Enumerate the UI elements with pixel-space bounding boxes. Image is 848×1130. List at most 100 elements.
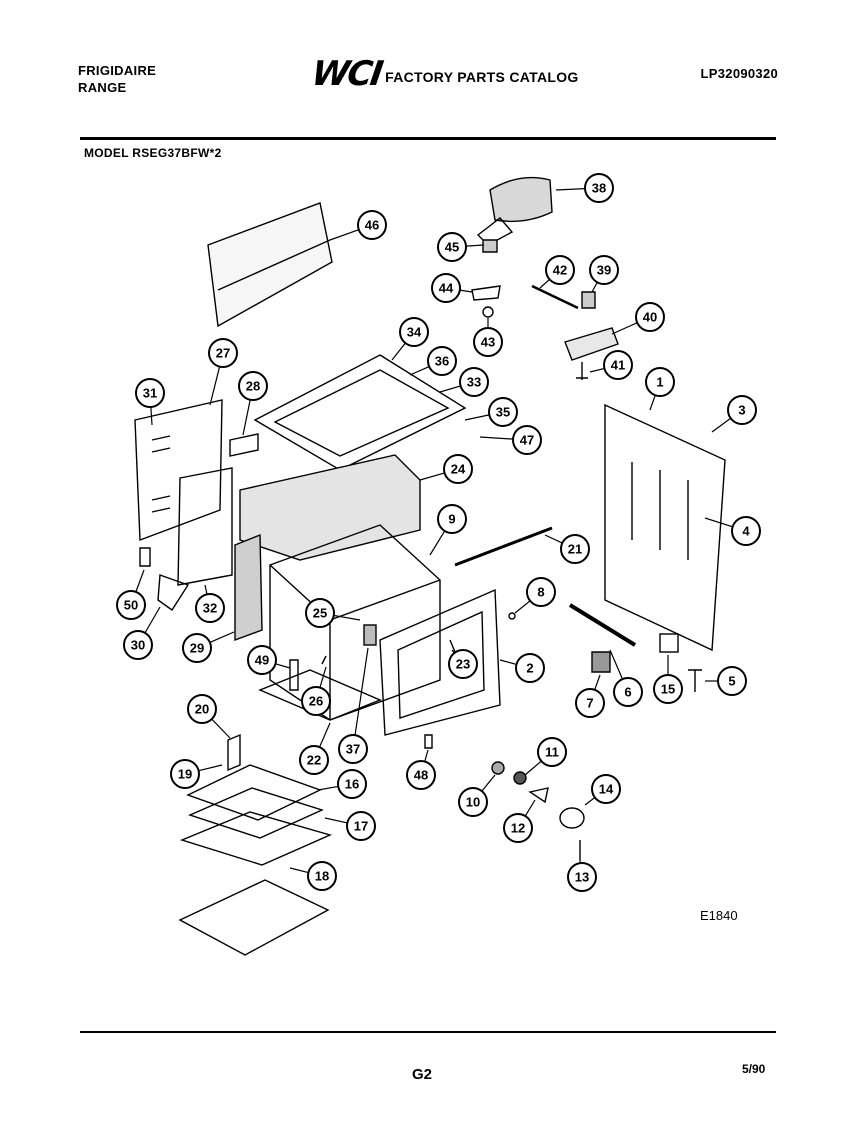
part-24-drawing <box>239 454 421 561</box>
callout-circle-16 <box>337 769 367 799</box>
callout-leader-47 <box>479 436 514 440</box>
callout-leader-20 <box>211 718 231 739</box>
callout-label-31: 31 <box>143 386 157 401</box>
callout-circle-47 <box>512 425 542 455</box>
callout-circle-5 <box>717 666 747 696</box>
model-number: MODEL RSEG37BFW*2 <box>84 146 222 160</box>
callout-label-27: 27 <box>216 346 230 361</box>
callout-circle-35 <box>488 397 518 427</box>
part-18-drawing <box>178 879 330 956</box>
callout-label-36: 36 <box>435 354 449 369</box>
callout-leader-1 <box>649 394 656 411</box>
callout-circle-12 <box>503 813 533 843</box>
callout-leader-17 <box>324 817 348 824</box>
part-49-drawing <box>289 659 299 691</box>
part-37-drawing <box>363 624 377 646</box>
callout-label-8: 8 <box>537 585 544 600</box>
part-9-drawing <box>269 524 441 721</box>
callout-leader-35 <box>464 414 490 421</box>
callout-label-30: 30 <box>131 638 145 653</box>
callout-label-11: 11 <box>545 745 559 760</box>
callout-circle-46 <box>357 210 387 240</box>
callout-leader-32 <box>204 584 208 595</box>
callout-circle-9 <box>437 504 467 534</box>
callout-circle-13 <box>567 862 597 892</box>
catalog-header: WCI FACTORY PARTS CATALOG <box>309 54 579 94</box>
callout-leader-33 <box>439 385 461 393</box>
callout-leader-41 <box>589 367 605 373</box>
callout-leader-50 <box>135 569 145 593</box>
callout-circle-50 <box>116 590 146 620</box>
part-12-drawing <box>528 787 549 804</box>
callout-leader-8 <box>514 600 531 614</box>
part-21-drawing <box>454 526 553 567</box>
callout-leader-7 <box>594 674 601 691</box>
callout-label-29: 29 <box>190 641 204 656</box>
part-46-drawing <box>207 202 333 328</box>
part-2-window <box>397 610 485 719</box>
part-23-drawing <box>449 639 456 653</box>
callout-circle-36 <box>427 346 457 376</box>
part-8-drawing <box>508 612 516 620</box>
part-1-drawing <box>604 403 726 652</box>
callout-leader-6 <box>609 649 624 680</box>
callout-circle-8 <box>526 577 556 607</box>
callout-circle-37 <box>338 734 368 764</box>
callout-leader-11 <box>524 760 542 776</box>
part-15-drawing <box>659 633 679 653</box>
callout-label-41: 41 <box>611 358 625 373</box>
part-30-drawing <box>157 574 190 611</box>
callout-circle-40 <box>635 302 665 332</box>
part-11-drawing <box>513 771 527 785</box>
callout-circle-14 <box>591 774 621 804</box>
callout-label-40: 40 <box>643 310 657 325</box>
callout-circle-23 <box>448 649 478 679</box>
callout-label-16: 16 <box>345 777 359 792</box>
callout-label-21: 21 <box>568 542 582 557</box>
callout-label-24: 24 <box>451 462 466 477</box>
callout-label-10: 10 <box>466 795 480 810</box>
callout-circle-42 <box>545 255 575 285</box>
callout-circle-15 <box>653 674 683 704</box>
callout-label-6: 6 <box>624 685 631 700</box>
callout-circle-24 <box>443 454 473 484</box>
part-31-slots <box>151 435 171 513</box>
callout-label-48: 48 <box>414 768 428 783</box>
callout-circle-7 <box>575 688 605 718</box>
callout-label-34: 34 <box>407 325 422 340</box>
callout-leader-22 <box>319 722 331 748</box>
callout-label-46: 46 <box>365 218 379 233</box>
callout-leader-14 <box>584 797 596 806</box>
callout-leader-40 <box>611 322 638 335</box>
callout-circle-10 <box>458 787 488 817</box>
callout-label-38: 38 <box>592 181 606 196</box>
part-42-drawing <box>531 284 579 310</box>
callout-circle-29 <box>182 633 212 663</box>
callout-leader-19 <box>198 764 223 772</box>
callout-circle-49 <box>247 645 277 675</box>
part-46-fold <box>217 239 331 291</box>
part-45-drawing <box>482 239 498 253</box>
part-1-ribs <box>631 462 689 560</box>
part-40-drawing <box>564 327 619 361</box>
callout-leader-16 <box>317 785 339 791</box>
callout-circle-18 <box>307 861 337 891</box>
callout-leader-2 <box>499 659 517 665</box>
callout-label-18: 18 <box>315 869 329 884</box>
callout-circle-22 <box>299 745 329 775</box>
part-29-drawing <box>234 533 263 642</box>
callout-circle-32 <box>195 593 225 623</box>
callout-label-19: 19 <box>178 767 192 782</box>
callout-circle-25 <box>305 598 335 628</box>
callout-label-20: 20 <box>195 702 209 717</box>
callout-leader-26 <box>319 666 327 688</box>
callout-label-43: 43 <box>481 335 495 350</box>
callout-label-1: 1 <box>656 375 663 390</box>
brand-name: FRIGIDAIRE <box>78 63 157 78</box>
callout-leader-46 <box>329 229 360 241</box>
part-28-drawing <box>229 433 259 457</box>
callout-leader-48 <box>424 749 429 762</box>
catalog-title: FACTORY PARTS CATALOG <box>385 69 579 85</box>
callout-label-49: 49 <box>255 653 269 668</box>
